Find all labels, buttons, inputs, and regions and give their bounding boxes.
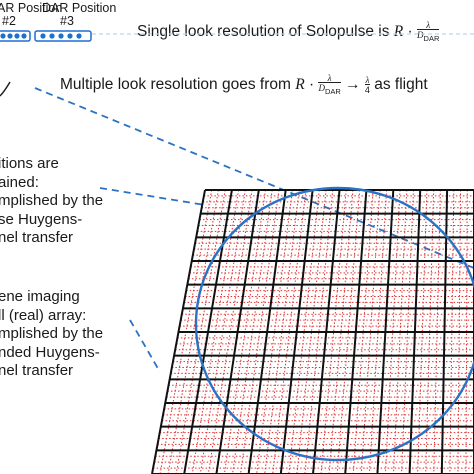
left-block-2-line-4: nded Huygens- xyxy=(0,343,100,361)
single-look-line: Single look resolution of Solopulse is R… xyxy=(137,20,440,44)
left-block-2-line-2: ll (real) array: xyxy=(0,306,87,324)
dar-array-2 xyxy=(0,30,31,42)
curved-arrow-icon xyxy=(0,81,11,97)
left-block-1-line-3: mplished by the xyxy=(0,192,104,209)
multiple-look-line: Multiple look resolution goes from R · λ… xyxy=(60,73,428,97)
left-block-2-line-1: ene imaging xyxy=(0,288,80,305)
left-block-2-line-5: nel transfer xyxy=(0,362,74,379)
multiple-look-text-before: Multiple look resolution goes from xyxy=(60,76,291,93)
left-block-1-line-2: ained: xyxy=(0,173,39,191)
left-block-1-line-1: itions are xyxy=(0,155,59,172)
left-block-2-line-3: mplished by the xyxy=(0,325,104,342)
arrow-icon: → xyxy=(345,76,365,93)
single-look-text: Single look resolution of Solopulse is xyxy=(137,23,390,40)
left-block-1-line-4: se Huygens- xyxy=(0,210,83,228)
beam-line-upper xyxy=(34,87,474,269)
multiple-look-text-after: as flight xyxy=(374,76,428,93)
dar-position-2-number: #2 xyxy=(2,14,16,28)
dar-position-3-number: #3 xyxy=(60,14,74,28)
beam-line-lower-2 xyxy=(129,319,161,373)
left-block-1-line-5: nel transfer xyxy=(0,229,74,246)
left-text-block-1: itions are ained: mplished by the se Huy… xyxy=(0,155,103,248)
left-text-block-2: ene imaging ll (real) array: mplished by… xyxy=(0,288,103,381)
dar-array-3 xyxy=(34,30,92,42)
beam-line-lower-1 xyxy=(99,187,206,206)
footprint-ellipse xyxy=(194,186,474,462)
